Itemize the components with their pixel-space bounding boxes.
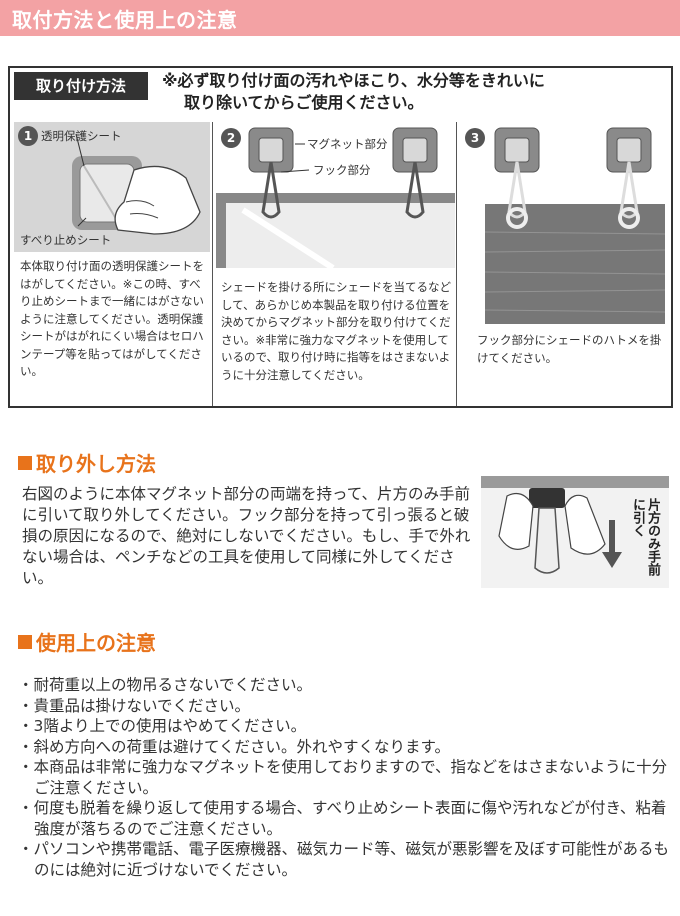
step-2-panel: 2 マグネット部分 フック部分 シェードを掛ける所にシェードを当てるなどして、あ… — [212, 122, 455, 406]
install-box: 取り付け方法 ※必ず取り付け面の汚れやほこり、水分等をきれいに 取り除いてからご… — [8, 66, 673, 408]
install-notice: ※必ず取り付け面の汚れやほこり、水分等をきれいに 取り除いてからご使用ください。 — [162, 70, 662, 114]
section-square-icon — [18, 635, 32, 649]
page-title: 取付方法と使用上の注意 — [12, 8, 238, 32]
caution-item: ・何度も脱着を繰り返して使用する場合、すべり止めシート表面に傷や汚れなどが付き、… — [18, 799, 667, 838]
removal-text: 右図のように本体マグネット部分の両端を持って、片方のみ手前に引いて取り外してくだ… — [22, 485, 471, 587]
caution-item: ・本商品は非常に強力なマグネットを使用しておりますので、指などをはさまないように… — [18, 758, 668, 797]
hook-part-label: フック部分 — [313, 163, 371, 177]
caution-item: ・耐荷重以上の物吊るさないでください。 — [18, 676, 313, 694]
step-1-illustration — [14, 122, 210, 252]
step-3-number: 3 — [465, 128, 485, 148]
caution-list: ・耐荷重以上の物吊るさないでください。 ・貴重品は掛けないでください。 ・3階よ… — [18, 675, 678, 880]
removal-illustration — [481, 476, 669, 588]
step-2-text: シェードを掛ける所にシェードを当てるなどして、あらかじめ本製品を取り付ける位置を… — [221, 280, 451, 382]
step-3-panel: 3 フック部分にシェードのハトメを掛けてください。 — [456, 122, 671, 406]
step-3-illustration — [484, 127, 666, 324]
caution-item: ・3階より上での使用はやめてください。 — [18, 717, 307, 735]
step-2-illustration — [216, 127, 455, 271]
caution-item: ・貴重品は掛けないでください。 — [18, 696, 251, 715]
step-3-text: フック部分にシェードのハトメを掛けてください。 — [477, 333, 662, 365]
step-2-number: 2 — [221, 128, 241, 148]
page-header: 取付方法と使用上の注意 — [0, 0, 680, 36]
transparent-sheet-label: 透明保護シート — [41, 129, 122, 143]
step-1-panel: 1 透明保護シート すべり止めシート 本体取り付け面の透明保護シートをはがしてく… — [14, 122, 210, 406]
caution-item: ・斜め方向への荷重は避けてください。外れやすくなります。 — [18, 737, 450, 756]
nonslip-sheet-label: すべり止めシート — [20, 233, 112, 247]
notice-line-1: ※必ず取り付け面の汚れやほこり、水分等をきれいに — [162, 71, 545, 90]
magnet-part-label: マグネット部分 — [307, 137, 388, 151]
caution-title: 使用上の注意 — [18, 627, 156, 656]
notice-line-2: 取り除いてからご使用ください。 — [184, 93, 424, 112]
step-1-number: 1 — [18, 126, 38, 146]
install-label: 取り付け方法 — [14, 72, 148, 100]
step-1-text: 本体取り付け面の透明保護シートをはがしてください。※この時、すべり止めシートまで… — [20, 259, 204, 378]
removal-title: 取り外し方法 — [18, 448, 156, 477]
caution-item: ・パソコンや携帯電話、電子医療機器、磁気カード等、磁気が悪影響を及ぼす可能性があ… — [18, 840, 670, 879]
pull-arrow-label: 片方のみ手前に引く — [630, 498, 660, 576]
section-square-icon — [18, 456, 32, 470]
